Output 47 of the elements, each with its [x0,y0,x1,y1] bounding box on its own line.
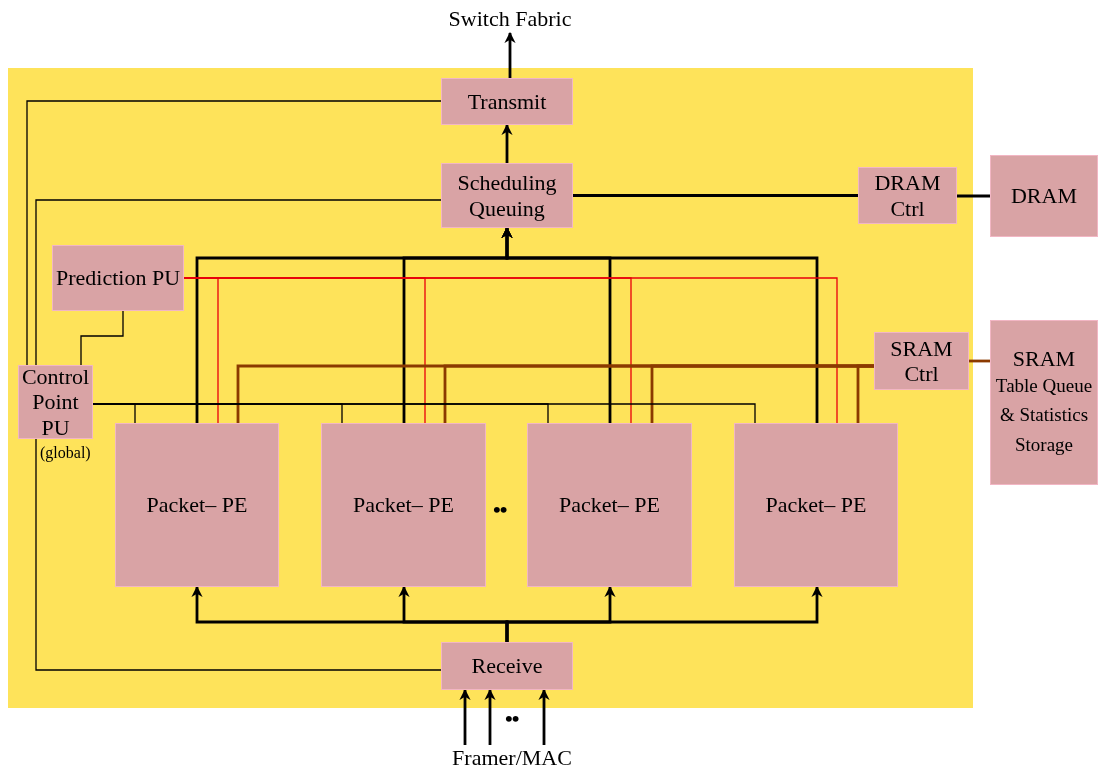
block-title: Prediction PU [55,265,181,291]
block-box [321,423,486,587]
connector-line [35,199,442,366]
arrow [505,585,823,642]
connector-line [957,194,990,198]
block-title: Scheduling Queuing [456,170,558,221]
block-box [115,423,279,587]
connector-line [969,359,990,363]
block-box [52,245,184,311]
block-title: Receive [471,653,543,679]
ellipsis-dots: •• [493,497,507,523]
block-box [441,163,573,228]
arrow [501,226,819,423]
block-title: SRAM Ctrl [889,335,954,387]
connector-line [35,438,442,671]
arrow [538,688,550,745]
arrow [504,31,516,78]
block-description: Table Queue & Statistics Storage [994,374,1094,457]
block-title: SRAM [1012,345,1076,371]
block-box [990,155,1098,237]
arrow [484,688,496,745]
block-title: DRAM Ctrl [873,170,942,221]
block-box [990,320,1098,485]
block-box [441,642,573,690]
block-title: Packet– PE [353,492,454,518]
block-title: Packet– PE [765,492,867,518]
connector-line [80,310,124,366]
block-title: Packet– PE [146,492,248,518]
block-title: Transmit [467,88,547,115]
chip-area [8,68,973,708]
port-label: Switch Fabric [430,5,590,33]
arrow [459,688,471,745]
connector-line [856,364,874,423]
connector-line [573,194,858,197]
block-title: Control Point PU [20,364,91,440]
block-note: (global) [40,444,91,462]
block-title: DRAM [1011,183,1077,209]
ellipsis-dots: •• [505,706,519,732]
arrow [501,123,513,163]
connector-line [26,100,442,366]
block-box [441,78,573,125]
block-box [858,167,957,224]
port-label: Framer/MAC [442,745,582,771]
block-box [734,423,898,587]
block-box [874,332,969,390]
block-box [527,423,692,587]
block-title: Packet– PE [559,492,660,518]
